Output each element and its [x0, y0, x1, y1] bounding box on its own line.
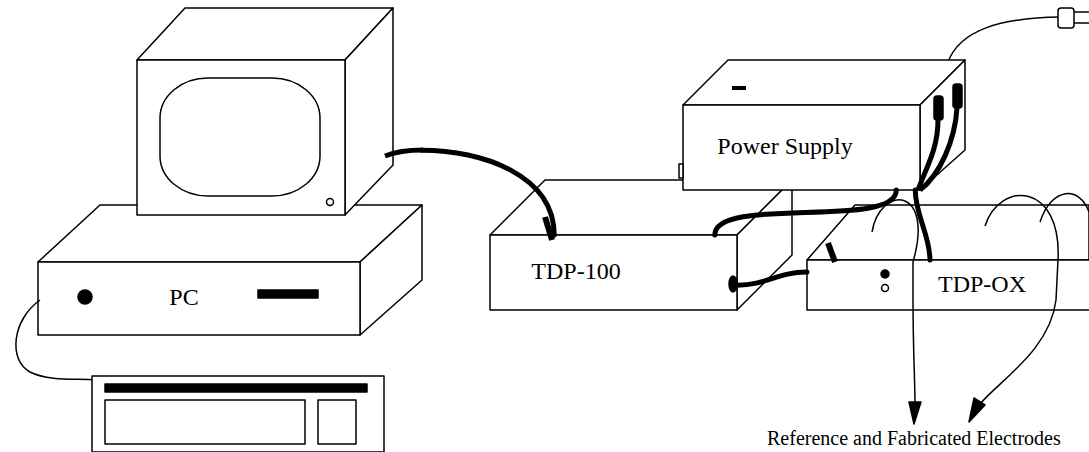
- power-button: [78, 290, 92, 304]
- tdpox-top: [807, 205, 1089, 260]
- box-label: TDP-100: [531, 258, 620, 286]
- monitor-front: [137, 60, 345, 215]
- led: [881, 270, 889, 278]
- output-plug: [953, 84, 962, 108]
- monitor-screen: [160, 78, 320, 196]
- keyboard-pad: [318, 400, 356, 444]
- power-supply-top: [683, 60, 965, 105]
- pc-base-side: [360, 205, 422, 335]
- disk-slot: [258, 290, 318, 298]
- led: [882, 285, 889, 292]
- mains-cord: [948, 17, 1060, 62]
- cable: [737, 272, 807, 285]
- tdpox-front: [807, 260, 1089, 310]
- box-label: PC: [169, 284, 198, 312]
- cable: [422, 150, 554, 235]
- electrode-tip: [969, 398, 985, 422]
- oxygen-module-box: TDP-OX: [807, 260, 1089, 310]
- power-supply-front: [683, 105, 920, 190]
- pc-base-front: [38, 262, 360, 335]
- electrode-lead: [1040, 194, 1089, 222]
- electrode-lead: [980, 196, 1058, 404]
- tdp100-side: [737, 180, 792, 310]
- box-label: TDP-OX: [938, 271, 1026, 299]
- mains-plug: [1058, 8, 1074, 28]
- box-label: Power Supply: [717, 133, 852, 161]
- plug-prong: [1074, 11, 1089, 13]
- indicator: [732, 86, 746, 90]
- plug-prong: [1074, 22, 1089, 24]
- keyboard-main-keys: [105, 400, 305, 444]
- caption-label: Reference and Fabricated Electrodes: [767, 427, 1061, 449]
- keyboard-key-row: [105, 384, 367, 392]
- electrode-tip: [909, 402, 921, 424]
- monitor-cable-stub: [385, 150, 423, 156]
- monitor-side: [345, 8, 393, 215]
- monitor-knob: [327, 199, 334, 206]
- switch: [679, 164, 683, 178]
- output-cable: [920, 108, 957, 190]
- control-unit-box: TDP-100: [490, 235, 737, 310]
- output-plug: [934, 96, 943, 120]
- power-supply-box: Power Supply: [683, 105, 920, 190]
- cable-plug: [828, 243, 835, 262]
- tdp100-front: [490, 235, 737, 310]
- keyboard: [92, 376, 384, 452]
- cable: [715, 190, 897, 235]
- keyboard-cable: [16, 300, 95, 380]
- cable: [915, 190, 930, 260]
- electrode-lead: [872, 200, 918, 405]
- computer: PC: [38, 8, 422, 335]
